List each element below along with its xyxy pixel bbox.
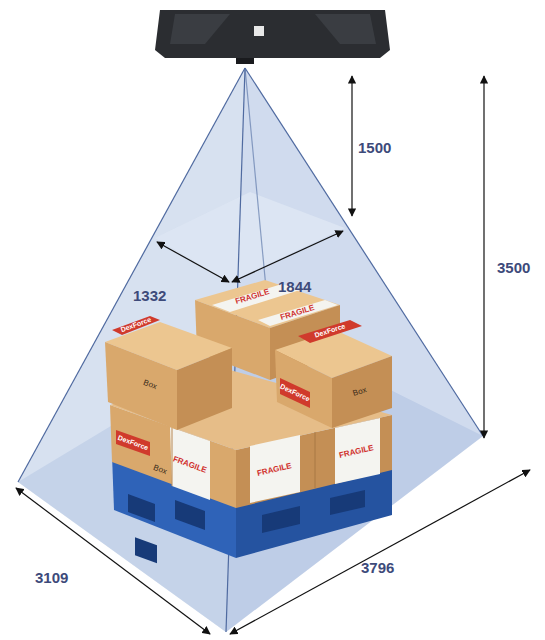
top-boxes bbox=[105, 280, 392, 430]
dimension-label: 1844 bbox=[278, 279, 311, 296]
dimension-label: 3500 bbox=[497, 260, 530, 277]
dimension-lines bbox=[16, 76, 530, 634]
dimension-label: 3109 bbox=[35, 570, 68, 587]
camera bbox=[155, 10, 390, 64]
dimension-label: 1500 bbox=[358, 140, 391, 157]
pyramid-edges bbox=[18, 68, 483, 632]
near-plane bbox=[155, 192, 345, 282]
dimension-label: 1332 bbox=[133, 288, 166, 305]
dimension-label: 3796 bbox=[361, 560, 394, 577]
pyramid-face bbox=[18, 68, 245, 632]
